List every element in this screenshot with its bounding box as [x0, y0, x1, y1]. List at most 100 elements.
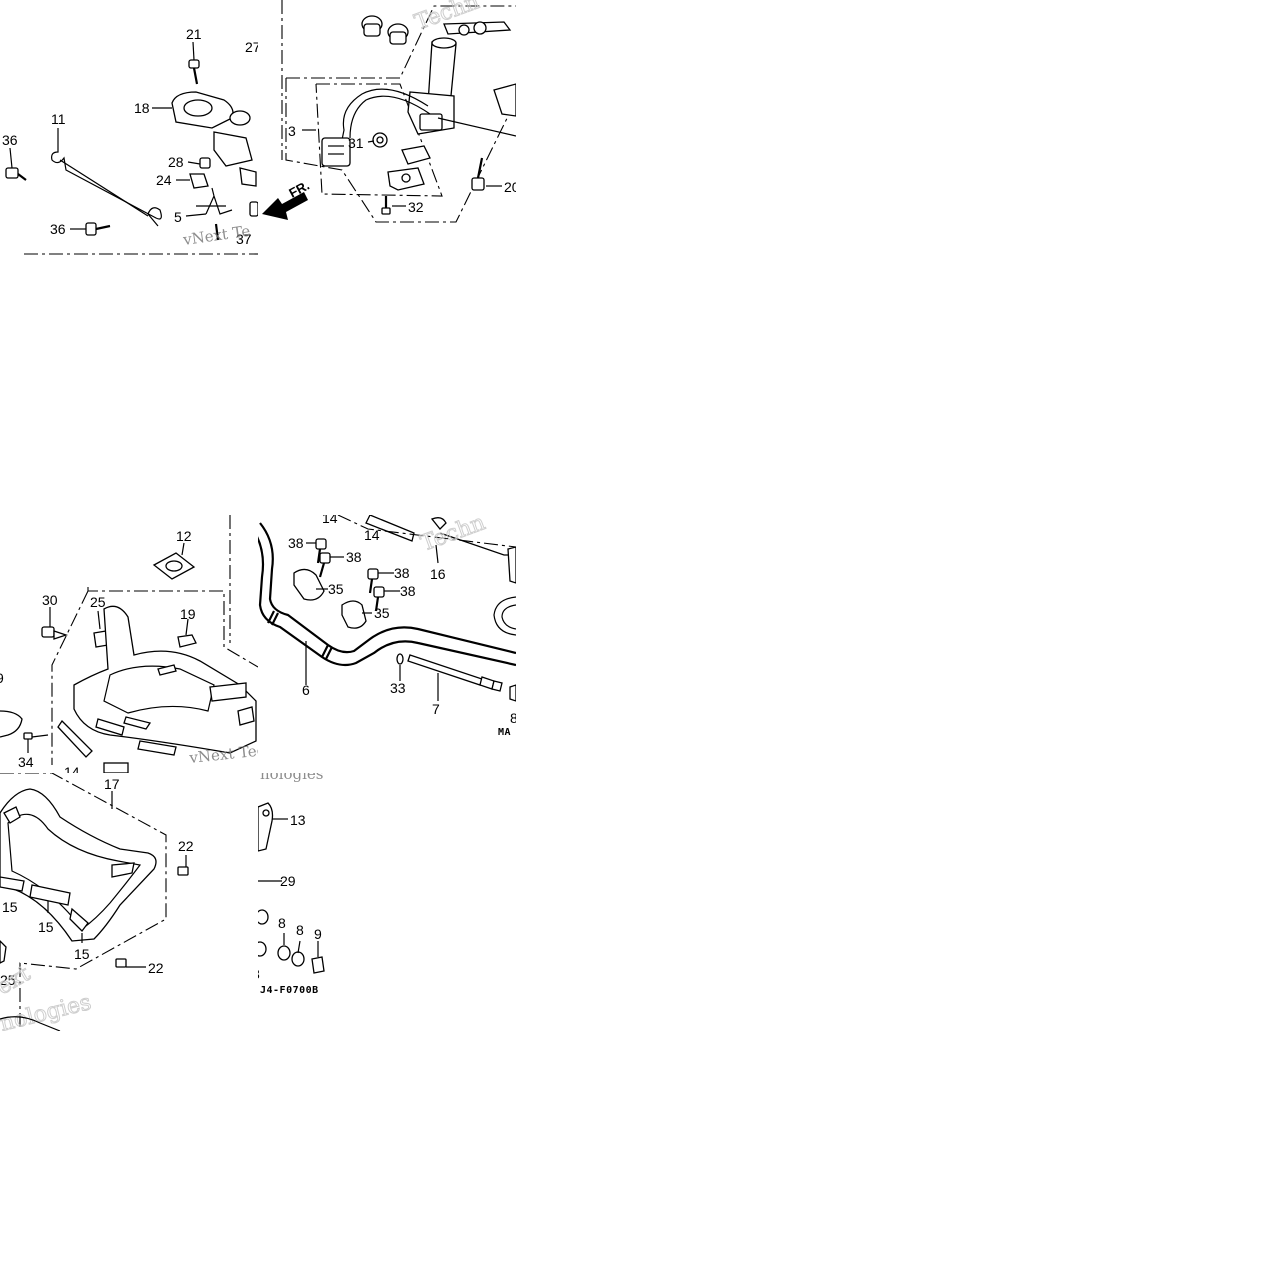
rear-cover: [0, 788, 157, 942]
key: [443, 21, 512, 36]
callout-13: 13: [290, 812, 306, 828]
screw-22-a: [177, 855, 189, 876]
callout-36-a: 36: [2, 132, 18, 148]
diagram-code: J4-F0700B: [260, 985, 319, 996]
watermark-bottom-right-b: nologies: [260, 773, 324, 783]
bolt-37: [214, 201, 258, 241]
clamp-31: [372, 132, 388, 148]
wire-spring-11: [51, 128, 162, 227]
ignition-switch-body: [407, 37, 457, 135]
callout-29: 29: [280, 873, 296, 889]
callout-33: 33: [390, 680, 406, 696]
pad-19: [177, 618, 197, 648]
callout-8-c: 8: [258, 966, 260, 982]
callout-9: 9: [314, 926, 322, 942]
callout-5: 5: [174, 209, 182, 225]
bracket-upper: [401, 145, 431, 165]
weight-rod-7: [407, 654, 503, 692]
nut-28: [187, 157, 211, 169]
pad-14: [365, 515, 415, 542]
holder-35-a: [293, 568, 325, 601]
bolt-21: [188, 41, 200, 85]
diagram-bottom-left-b: 17 15 15 15 22 22 25 ext nologies: [0, 773, 194, 1031]
diagram-top-right: 31 32 3 FR. 20 Techn: [262, 0, 516, 223]
bolt-38-b: [318, 552, 344, 578]
callout-34: 34: [18, 754, 34, 770]
bolt-38-d: [373, 586, 400, 612]
tile-bottom-right-a: 14 14 16 38 38 38 38: [258, 515, 516, 773]
assembly-frame-inner: [315, 83, 443, 197]
diagram-bottom-right-b: nologies 13 29 8 8 9 8 J4-F0700B: [258, 773, 325, 996]
watermark-line-1: ext: [0, 961, 35, 1000]
callout-30: 30: [42, 592, 58, 608]
callout-21: 21: [186, 26, 202, 42]
bolt-38-c: [367, 568, 394, 594]
clamp-9: [0, 710, 23, 738]
callout-6: 6: [302, 682, 310, 698]
watermark-bottom-right-a: Techn: [418, 515, 489, 557]
code-fragment: MA: [498, 727, 511, 738]
callout-12: 12: [176, 528, 192, 544]
holder-35-b: [341, 600, 367, 629]
diagram-bottom-left-a: 12 30 25 19: [0, 515, 258, 773]
lock-part: [493, 83, 516, 117]
callout-19: 19: [180, 606, 196, 622]
bolt-36-left: [5, 147, 27, 181]
bracket-13: [258, 802, 288, 852]
handlebar-cover: [57, 605, 257, 758]
bolt-38-a: [306, 538, 327, 564]
screw-32: [381, 196, 406, 215]
handlebar-pipe: [258, 522, 516, 667]
watermark-line-2: nologies: [0, 990, 94, 1031]
callout-32: 32: [408, 199, 424, 215]
diagram-top-left: 21 27 18 11 36 28: [2, 26, 258, 255]
callout-3: 3: [288, 123, 296, 139]
callout-15-c: 15: [74, 946, 90, 962]
callout-20: 20: [504, 179, 516, 195]
washer-33: [396, 653, 404, 665]
screw-34: [23, 732, 49, 753]
callout-31: 31: [348, 135, 364, 151]
callout-22-b: 22: [148, 960, 164, 976]
wire-harness: [341, 88, 429, 141]
grommets: [258, 909, 325, 974]
callout-8-a: 8: [278, 915, 286, 931]
callout-36-b: 36: [50, 221, 66, 237]
clamp-ring: [493, 596, 516, 636]
assembly-frame-outer: [285, 5, 516, 223]
cover-frame: [51, 587, 258, 765]
callout-15-b: 15: [38, 919, 54, 935]
tile-top-right: 31 32 3 FR. 20 Techn: [258, 0, 516, 258]
callout-14-b: 14: [364, 527, 380, 543]
callout-8-b: 8: [296, 922, 304, 938]
connector: [321, 137, 351, 167]
callout-38-c: 38: [394, 565, 410, 581]
callout-17: 17: [104, 776, 120, 792]
callout-38-b: 38: [346, 549, 362, 565]
callout-38-d: 38: [400, 583, 416, 599]
callout-7: 7: [432, 701, 440, 717]
callout-25-b: 25: [0, 972, 16, 988]
callout-35-a: 35: [328, 581, 344, 597]
bolt-20: [471, 157, 502, 191]
callout-11: 11: [51, 111, 66, 127]
grommet-12: [152, 542, 196, 580]
tile-bottom-right-b: nologies 13 29 8 8 9 8 J4-F0700B: [258, 773, 516, 1031]
callout-28: 28: [168, 154, 184, 170]
rear-frame: [0, 773, 167, 1031]
clip-5: [185, 187, 233, 217]
caps: [361, 15, 409, 45]
direction-label: FR.: [286, 178, 312, 201]
bracket-18: [171, 91, 257, 187]
screw-22-b: [115, 958, 146, 968]
callout-18: 18: [134, 100, 150, 116]
callout-35-b: 35: [374, 605, 390, 621]
callout-9: 9: [0, 670, 4, 686]
callout-8: 8: [510, 710, 516, 726]
callout-37: 37: [236, 231, 252, 247]
callout-14-a: 14: [322, 515, 338, 526]
screw-30: [41, 607, 69, 640]
callout-14: 14: [64, 764, 80, 773]
callout-38-a: 38: [288, 535, 304, 551]
bolt-36-bottom: [70, 222, 111, 236]
